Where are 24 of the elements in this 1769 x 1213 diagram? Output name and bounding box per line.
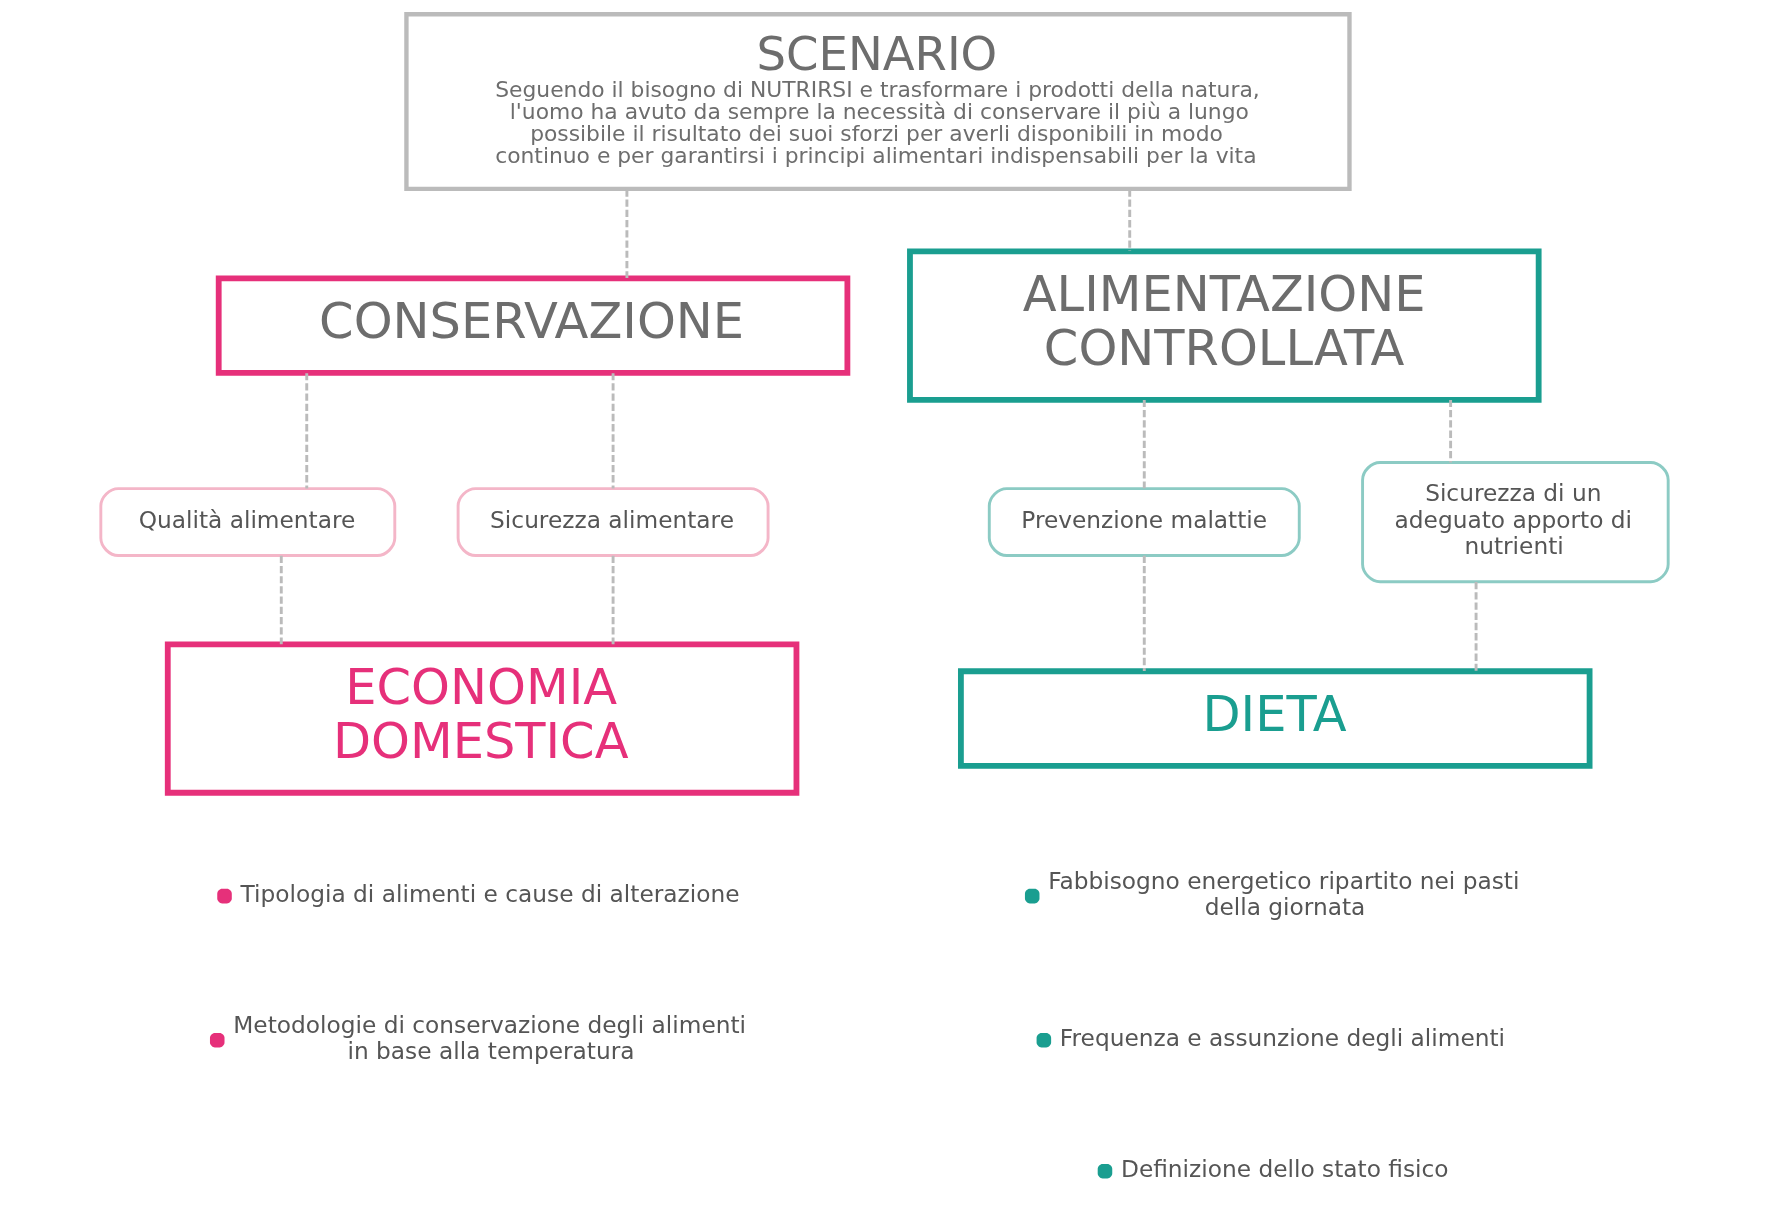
connector — [1128, 189, 1132, 251]
connector — [625, 189, 629, 278]
node-box: CONSERVAZIONE — [215, 275, 851, 376]
node-box: Sicurezza di un adeguato apporto di nutrienti — [1361, 460, 1670, 584]
node-box: ECONOMIA DOMESTICA — [164, 641, 800, 796]
node-box: Sicurezza alimentare — [456, 487, 770, 557]
connector — [1474, 582, 1478, 671]
node-box: SCENARIO Seguendo il bisogno di NUTRIRSI e trasformare i prodotti della natura, l'uomo ha avuto da sempre la necessità di conservare il più a lungo possibile il risultato dei suoi sforzi per averli disponibili in modo continuo e per garantirsi i principi alimentari indispensabili per la vita — [404, 12, 1352, 191]
connector — [1142, 399, 1146, 489]
node-box: ALIMENTAZIONE CONTROLLATA — [907, 248, 1542, 403]
label: Metodologie di conservazione degli alimenti in base alla temperatura — [233, 1010, 747, 1064]
label: Frequenza e assunzione degli alimenti — [1059, 1023, 1506, 1051]
connector — [611, 373, 615, 489]
connector — [279, 555, 283, 645]
node-box: Prevenzione malattie — [987, 487, 1301, 557]
label: Definizione dello stato fisico — [1120, 1154, 1449, 1182]
connector — [1142, 555, 1146, 671]
node-box: DIETA — [958, 668, 1593, 769]
connector — [305, 373, 309, 489]
node-box: Qualità alimentare — [99, 487, 397, 557]
label: Tipologia di alimenti e cause di alterazione — [240, 879, 740, 907]
connector — [1449, 399, 1453, 463]
connector — [611, 555, 615, 645]
label: Fabbisogno energetico ripartito nei pasti della giornata — [1048, 866, 1520, 920]
